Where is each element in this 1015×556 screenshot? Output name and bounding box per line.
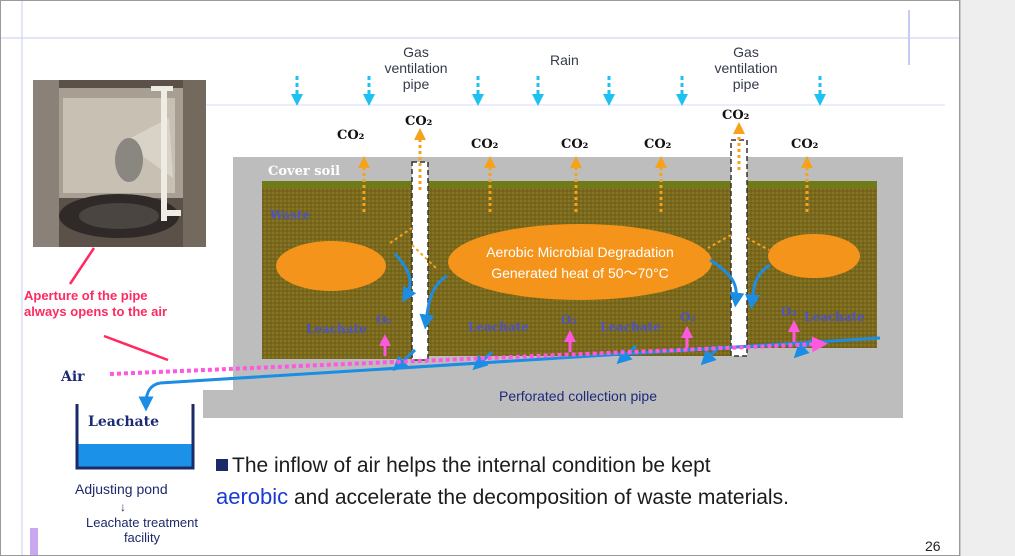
- aerobic-line-2: Generated heat of 50～70°C: [491, 265, 669, 281]
- aperture-pointer-bottom: [103, 334, 169, 362]
- cover-soil: [262, 181, 877, 188]
- slide: Gas ventilation pipe Gas ventilation pip…: [0, 0, 960, 556]
- waste-label: Waste: [270, 208, 311, 222]
- statement-part-1: The inflow of air helps the internal con…: [232, 454, 711, 477]
- aerobic-degradation-label: Aerobic Microbial Degradation Generated …: [448, 242, 712, 284]
- cover-soil-label: Cover soil: [268, 164, 341, 179]
- co2-label: CO₂: [405, 114, 433, 129]
- leachate-label: Leachate: [306, 322, 367, 336]
- pond-tank-label: Leachate: [88, 414, 159, 430]
- o2-label: O₂: [680, 310, 696, 324]
- facility-line-1: Leachate treatment: [85, 515, 199, 530]
- statement-highlight: aerobic: [216, 484, 289, 509]
- rain-label: Rain: [550, 52, 579, 68]
- bullet-icon: [216, 459, 228, 471]
- co2-arrows: [358, 122, 813, 212]
- statement-part-2: and accelerate the decomposition of wast…: [294, 486, 789, 509]
- pond-water: [77, 444, 193, 468]
- o2-label: O₂: [376, 313, 392, 327]
- gas-pipe-label-right: Gas ventilation pipe: [714, 44, 778, 92]
- statement-line-2: aerobic and accelerate the decomposition…: [216, 481, 789, 513]
- leachate-label: Leachate: [804, 310, 865, 324]
- page-number: 26: [925, 538, 941, 554]
- heat-core-left: [276, 241, 386, 291]
- slide-nav-icon[interactable]: [30, 528, 38, 556]
- aperture-annotation: Aperture of the pipe always opens to the…: [24, 288, 167, 320]
- collection-pipe-label: Perforated collection pipe: [499, 388, 657, 404]
- adjusting-pond-label: Adjusting pond: [75, 481, 168, 497]
- aerobic-line-1: Aerobic Microbial Degradation: [486, 244, 674, 260]
- aperture-pointer-top: [68, 247, 96, 285]
- statement: The inflow of air helps the internal con…: [216, 450, 789, 513]
- co2-label: CO₂: [644, 137, 672, 152]
- gas-pipe-label-left: Gas ventilation pipe: [384, 44, 448, 92]
- co2-label: CO₂: [722, 108, 750, 123]
- collection-pipe-flow: [138, 336, 881, 412]
- co2-label: CO₂: [471, 137, 499, 152]
- slide-border: [0, 0, 960, 556]
- rain-arrows: [291, 76, 826, 106]
- gas-pipe-left: [411, 161, 429, 361]
- pipe-photo-icon: [33, 80, 206, 247]
- down-arrow-icon: ↓: [120, 500, 126, 514]
- leachate-label: Leachate: [468, 320, 529, 334]
- heat-core-center: [448, 224, 712, 300]
- o2-label: O₂: [781, 305, 797, 319]
- o2-label: O₂: [561, 313, 577, 327]
- landfill-diagram: [0, 0, 960, 556]
- side-panel: [960, 0, 1015, 556]
- co2-label: CO₂: [791, 137, 819, 152]
- facility-line-2: facility: [123, 530, 161, 545]
- co2-label: CO₂: [337, 128, 365, 143]
- co2-label: CO₂: [561, 137, 589, 152]
- aperture-line-2: always opens to the air: [24, 304, 168, 319]
- statement-line-1: The inflow of air helps the internal con…: [216, 450, 789, 481]
- treatment-facility-label: Leachate treatment facility: [52, 515, 232, 545]
- air-label: Air: [61, 369, 85, 385]
- leachate-label: Leachate: [600, 320, 661, 334]
- aperture-line-1: Aperture of the pipe: [24, 288, 148, 303]
- heat-core-right: [768, 234, 860, 278]
- gas-drift-arrows: [389, 227, 770, 269]
- o2-arrows: [379, 320, 800, 356]
- pond-tank: [75, 404, 195, 470]
